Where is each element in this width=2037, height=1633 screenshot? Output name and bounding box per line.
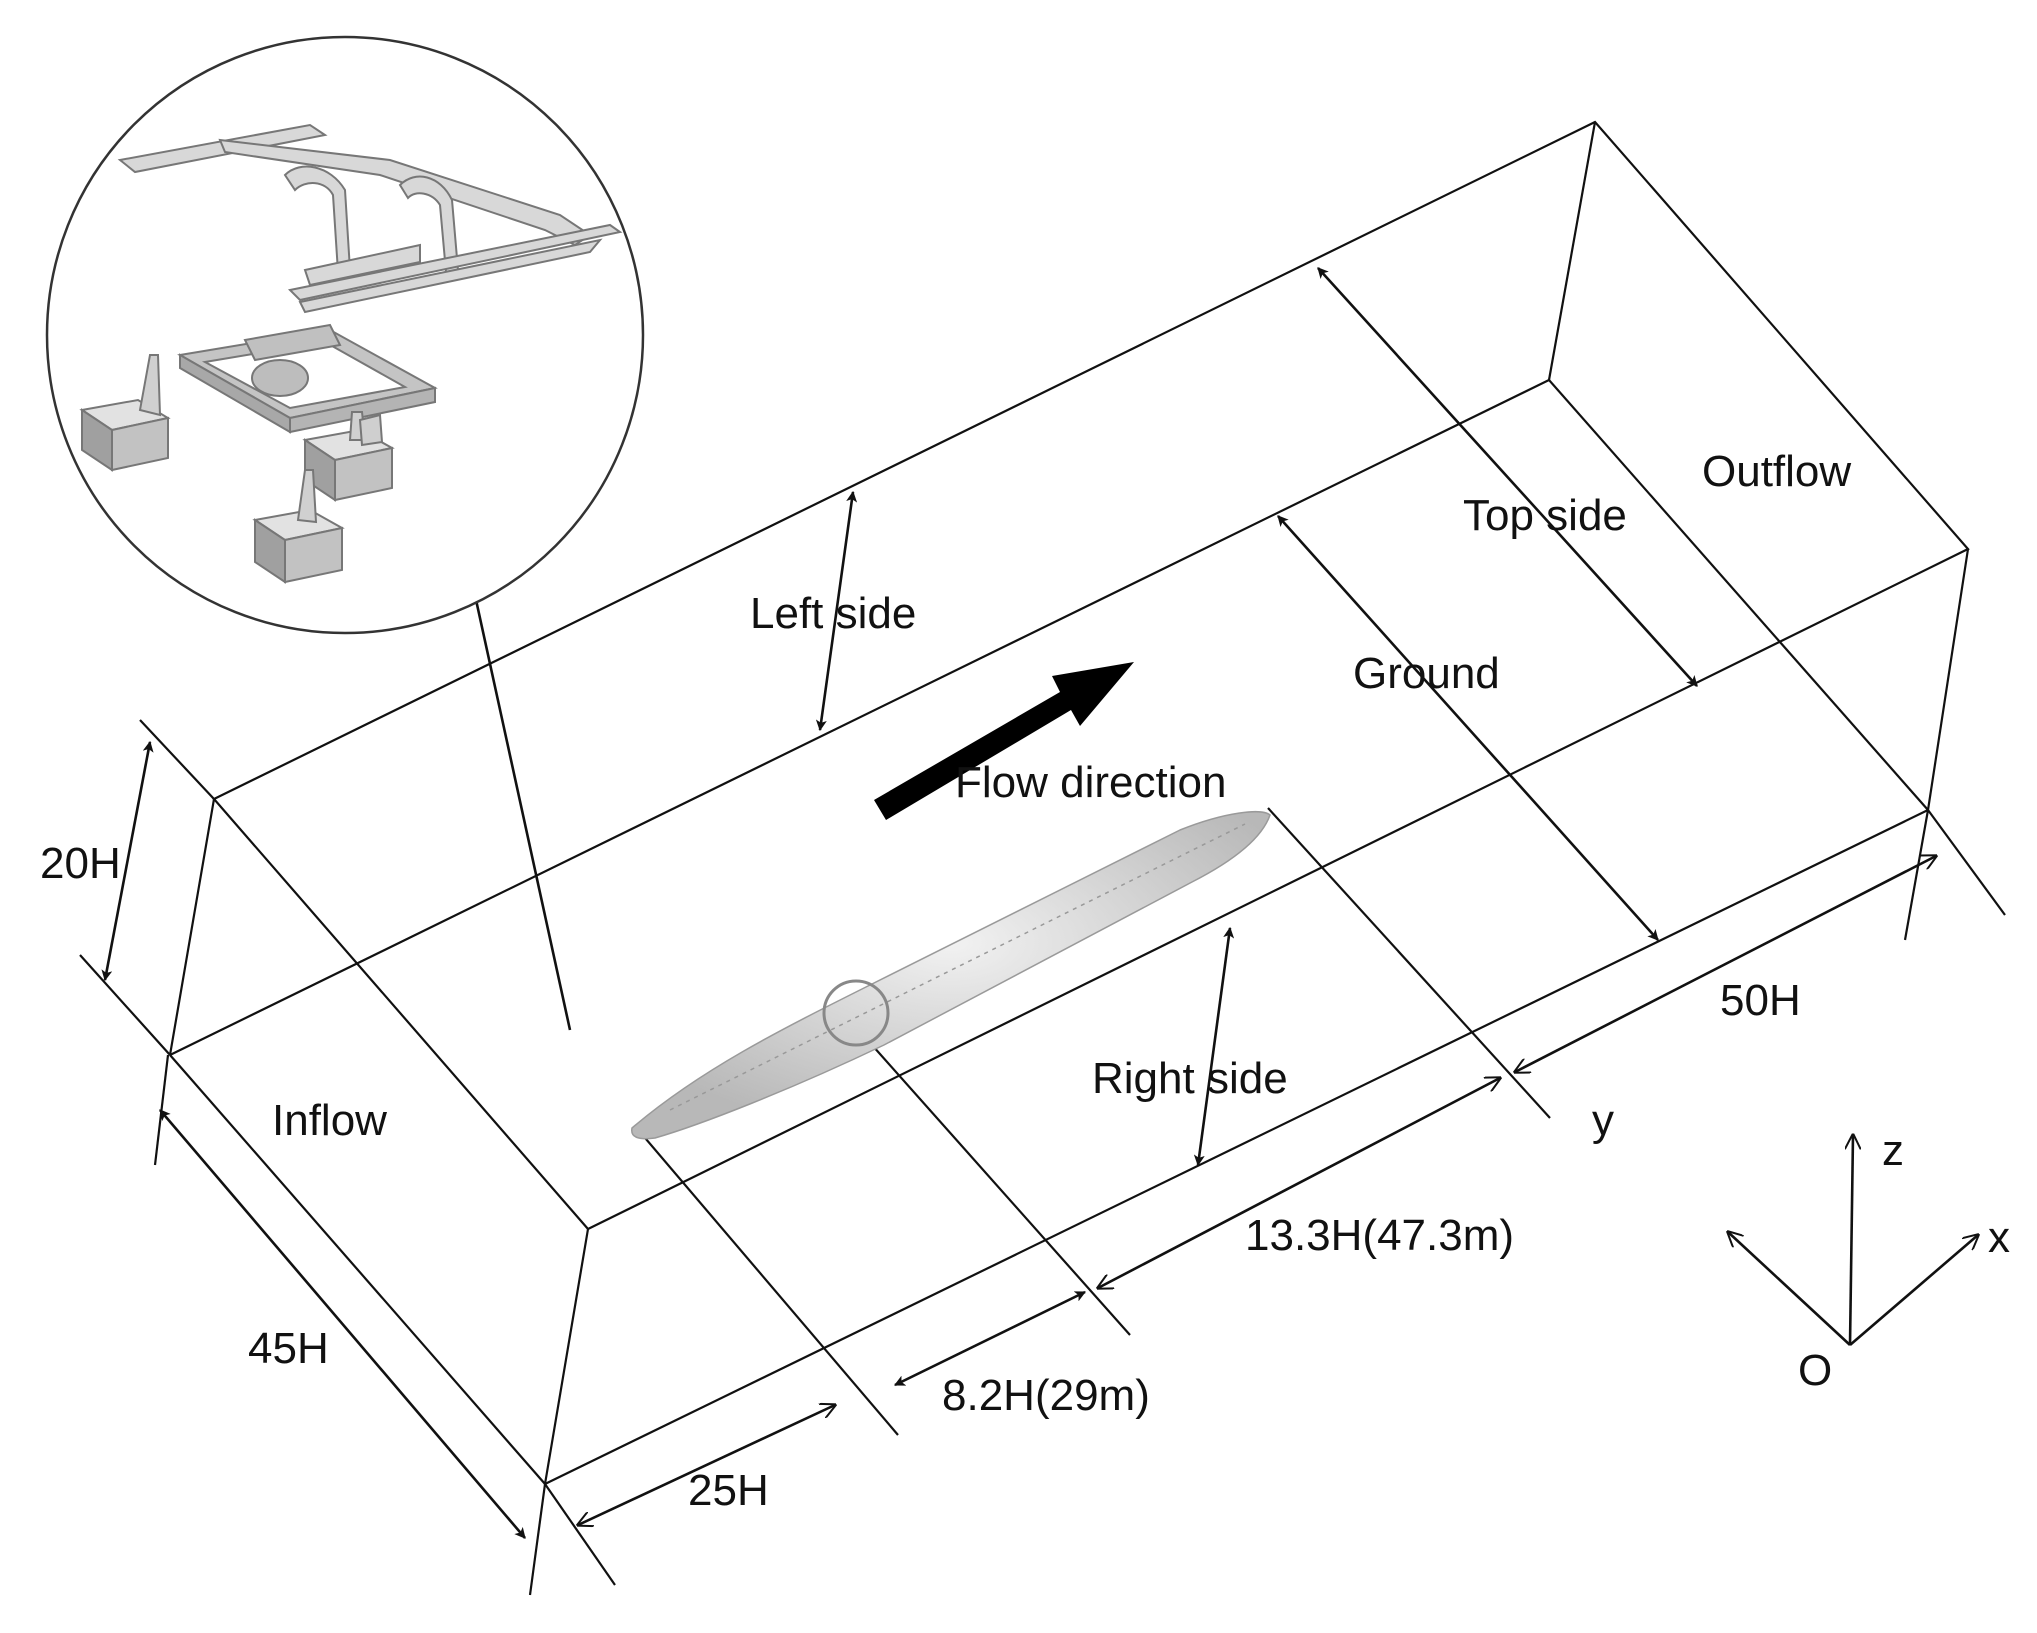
- label-dim-8-2h: 8.2H(29m): [942, 1371, 1150, 1420]
- pantograph-detail-inset: [45, 35, 645, 635]
- dim-arrow-ground: [1277, 515, 1659, 941]
- label-flow-direction: Flow direction: [955, 758, 1226, 807]
- label-ground: Ground: [1353, 649, 1500, 698]
- label-axis-z: z: [1882, 1126, 1904, 1175]
- dim-arrow-25h: [578, 1405, 835, 1525]
- label-dim-13-3h: 13.3H(47.3m): [1245, 1211, 1514, 1260]
- dim-arrow-20h: [101, 740, 154, 982]
- dim-arrow-45h: [159, 1109, 526, 1539]
- box-edge-front-right: [1926, 548, 1970, 811]
- label-right-side: Right side: [1092, 1054, 1288, 1103]
- dim-arrow-left-side: [815, 490, 858, 732]
- label-axis-origin: O: [1798, 1346, 1832, 1395]
- label-outflow: Outflow: [1702, 447, 1851, 496]
- box-edge-front: [543, 1228, 590, 1485]
- box-edge-back: [1547, 121, 1597, 381]
- pantograph-highlight-circle: [822, 979, 890, 1047]
- axis-y-arrow: [1728, 1232, 1851, 1346]
- axis-z-arrow: [1850, 1135, 1853, 1346]
- dim-arrow-50h: [1515, 856, 1936, 1072]
- label-left-side: Left side: [750, 589, 916, 638]
- flow-direction-arrow: [874, 662, 1134, 820]
- dim-arrow-8-2h: [894, 1290, 1086, 1387]
- label-axis-x: x: [1988, 1213, 2010, 1262]
- dim-arrow-right-side: [1193, 926, 1235, 1167]
- axis-x-arrow: [1849, 1235, 1978, 1346]
- label-top-side: Top side: [1463, 491, 1627, 540]
- extension-lines: [79, 719, 2006, 1596]
- label-dim-50h: 50H: [1720, 976, 1801, 1025]
- label-inflow: Inflow: [272, 1096, 387, 1145]
- train-model: [631, 811, 1271, 1140]
- label-dim-20h: 20H: [40, 839, 121, 888]
- bottom-edge-outflow: [1548, 379, 1929, 811]
- label-dim-25h: 25H: [688, 1466, 769, 1515]
- label-axis-y: y: [1592, 1096, 1614, 1145]
- box-edge-front-left: [168, 798, 216, 1056]
- dim-arrow-13-3h: [1098, 1078, 1500, 1288]
- label-dim-45h: 45H: [248, 1324, 329, 1373]
- coordinate-axes: [1728, 1135, 1978, 1346]
